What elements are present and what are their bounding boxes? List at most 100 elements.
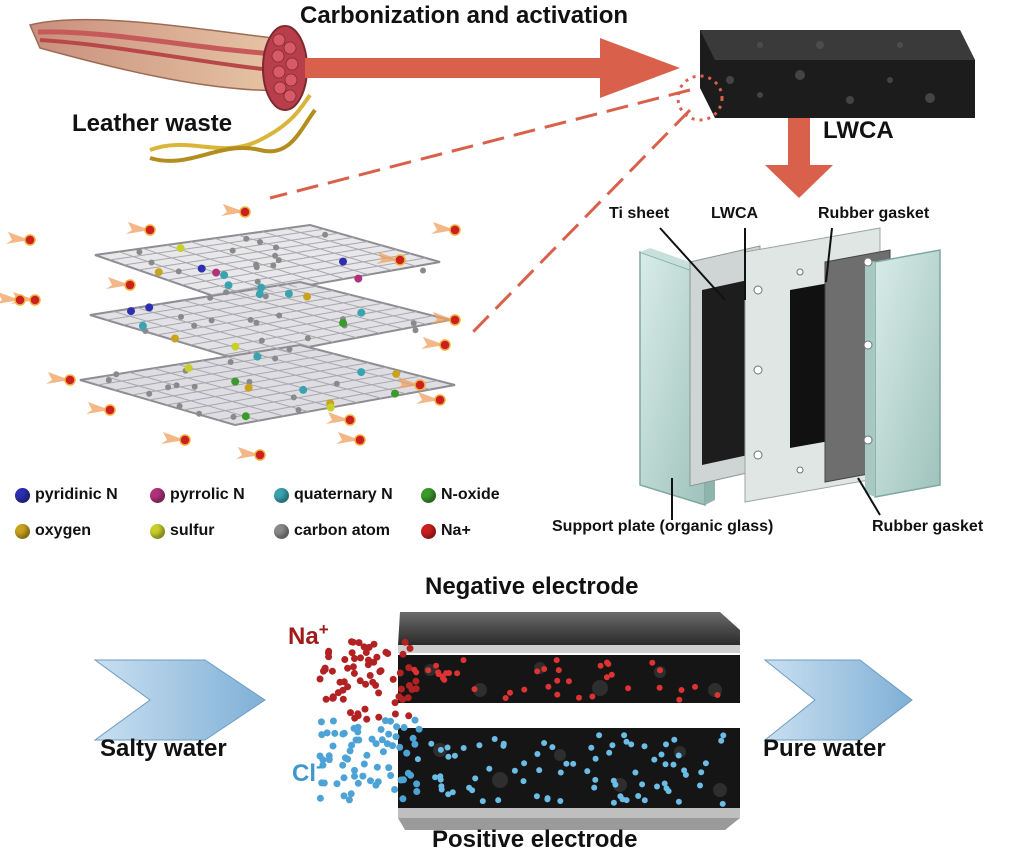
chloride-ion [396,743,404,751]
chloride-ion [592,755,599,762]
sodium-ion [363,715,371,723]
sodium-ion [339,695,347,703]
atom-dot [191,322,198,329]
sodium-ion [325,653,333,661]
chloride-ion [377,726,385,733]
positive-electrode-stack [398,728,740,830]
sodium-ion-trails [0,204,461,461]
chloride-ion [651,756,658,763]
chloride-ion [413,788,421,795]
sodium-ion-label: Na+ [288,620,329,651]
atom-dot [247,316,254,323]
sodium-ion [396,669,404,677]
legend-swatch [150,487,165,503]
atom-dot [304,335,311,342]
sodium-ion [328,667,336,675]
sodium-ion [384,650,392,657]
chloride-ion [367,777,374,785]
sodium-ion [356,677,364,685]
sodium-comet [221,204,251,218]
sodium-ion [657,667,663,674]
sodium-comet [0,292,26,306]
legend-label: pyridinic N [35,486,118,503]
chloride-ion [387,717,394,725]
chloride-ion [316,794,324,802]
atom-dot [339,319,348,328]
atom-dot [255,290,264,299]
chloride-ion [460,745,467,751]
negative-electrode-stack [398,612,740,703]
sodium-comet [106,277,136,291]
atom-dot [295,407,302,413]
sodium-charge: + [318,620,329,639]
salty-water-label: Salty water [100,735,227,762]
sodium-ion [366,672,374,679]
chloride-ion [628,741,635,748]
sodium-ion [389,675,397,683]
atom-dot [354,274,363,283]
chloride-ion [588,744,595,751]
pure-water-arrow [763,659,913,741]
sodium-ion [375,689,383,697]
chloride-charge: - [316,756,322,776]
legend-item-sulfur: sulfur [150,522,214,540]
atom-dot [197,264,206,273]
sodium-comet [326,412,356,426]
sodium-comet [396,377,426,391]
chloride-ion [329,717,337,725]
chloride-ion [662,761,669,768]
chloride-ion [533,793,540,800]
sodium-ion [350,669,358,677]
atom-dot [145,303,154,312]
sodium-ion [692,683,698,690]
atom-dot [105,377,112,384]
leather-waste-label: Leather waste [72,110,233,137]
chloride-ion [360,760,368,768]
chloride-ion [570,760,577,767]
chloride-ion [641,743,648,750]
down-arrow [765,118,833,198]
chloride-ion [413,780,421,788]
atom-dot [257,283,266,292]
chloride-ion [606,749,613,756]
chloride-ion [372,781,380,789]
atom-dot [184,364,193,372]
atom-dot [322,231,329,238]
legend-swatch [15,487,30,503]
sodium-ion [322,695,330,703]
chloride-ion [409,734,417,742]
sodium-ion [397,685,405,693]
atom-dot [208,317,215,324]
sodium-comet [431,312,461,326]
chloride-ion [379,748,387,756]
atom-dot [420,267,426,274]
sodium-ion [406,644,414,652]
leather-fiber-illustration [28,18,317,163]
sodium-ion [678,687,685,693]
atom-dot [333,380,340,387]
chloride-ion [344,755,352,763]
legend-swatch [421,523,436,539]
chloride-ion [536,767,543,774]
atom-dot [412,327,419,334]
chloride-ion [391,786,399,793]
chloride-ion [698,769,705,776]
chloride-ion [346,747,354,755]
chloride-ion [702,760,709,767]
chloride-ion [383,740,391,748]
chloride-ion [438,786,445,793]
chloride-ion [658,751,665,758]
atom-dot [299,385,308,394]
legend-swatch [274,523,289,539]
chloride-ion [354,779,362,787]
atom-dot [176,403,183,409]
negative-electrode-label: Negative electrode [425,573,639,600]
chloride-ion [476,742,483,749]
atom-dot [357,368,366,377]
atom-dot [176,244,185,253]
chloride-ion [670,761,677,768]
atom-dot [253,319,260,326]
sodium-ion [502,695,509,701]
legend-item-pyridinic-n: pyridinic N [15,486,118,504]
